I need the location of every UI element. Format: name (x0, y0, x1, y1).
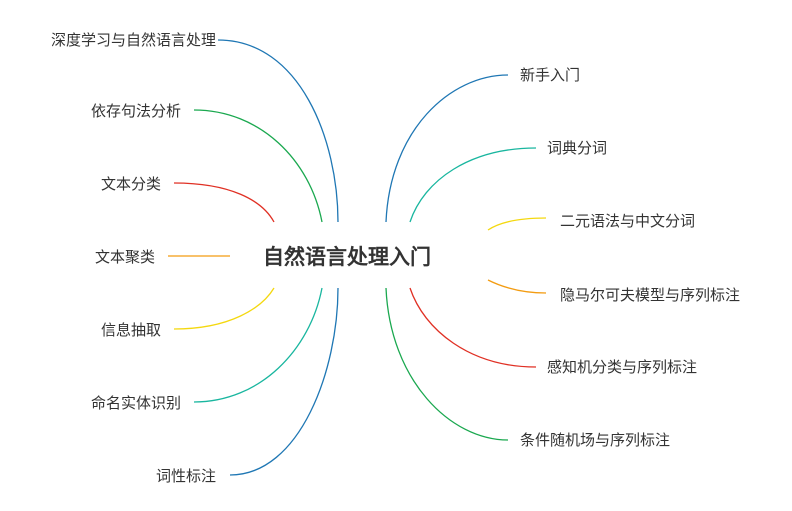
branch-right-1[interactable]: 词典分词 (547, 139, 608, 157)
branch-right-4[interactable]: 感知机分类与序列标注 (547, 358, 698, 376)
link-right-3 (487, 279, 547, 294)
link-right-1 (409, 147, 537, 223)
branch-left-5[interactable]: 命名实体识别 (90, 394, 181, 412)
link-left-0 (217, 39, 339, 223)
link-right-5 (385, 287, 509, 441)
link-left-2 (173, 182, 275, 223)
link-left-4 (173, 287, 275, 330)
branch-right-2[interactable]: 二元语法与中文分词 (560, 212, 696, 230)
branch-left-2[interactable]: 文本分类 (100, 175, 161, 193)
branch-left-3[interactable]: 文本聚类 (94, 248, 155, 266)
root-topic[interactable]: 自然语言处理入门 (263, 245, 431, 269)
branch-right-3[interactable]: 隐马尔可夫模型与序列标注 (560, 286, 741, 304)
branch-right-0[interactable]: 新手入门 (520, 66, 581, 84)
branch-left-1[interactable]: 依存句法分析 (90, 102, 181, 120)
link-right-2 (487, 217, 547, 231)
link-left-1 (193, 109, 323, 223)
branch-left-4[interactable]: 信息抽取 (100, 321, 161, 339)
link-right-4 (409, 287, 537, 368)
link-left-6 (229, 287, 339, 476)
branch-left-0[interactable]: 深度学习与自然语言处理 (50, 31, 216, 49)
branch-right-5[interactable]: 条件随机场与序列标注 (520, 431, 671, 449)
link-right-0 (385, 74, 509, 223)
link-left-5 (193, 287, 323, 403)
branch-left-6[interactable]: 词性标注 (155, 467, 216, 485)
